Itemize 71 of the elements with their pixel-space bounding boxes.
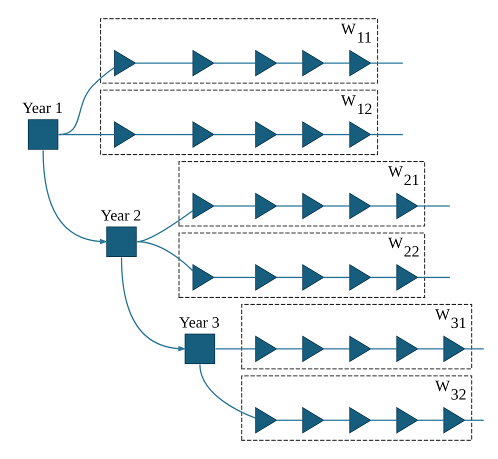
node-triangle — [396, 264, 419, 291]
connector — [214, 62, 256, 64]
node-label: Year 1 — [22, 100, 63, 118]
connector — [370, 348, 397, 350]
connector — [276, 62, 303, 64]
connector — [199, 364, 256, 419]
arrow — [120, 257, 186, 352]
node-triangle — [349, 121, 372, 148]
connector — [324, 420, 350, 421]
connector — [324, 62, 350, 64]
node-triangle — [302, 192, 324, 220]
connector — [276, 205, 303, 207]
connector — [216, 348, 256, 350]
connector — [370, 420, 397, 421]
connector — [136, 62, 193, 64]
node-triangle — [302, 406, 324, 434]
node-triangle — [302, 121, 324, 148]
node-triangle — [255, 121, 278, 148]
node-triangle — [302, 264, 324, 291]
node-label: Year 2 — [100, 207, 142, 224]
node-label: Year 3 — [178, 314, 220, 332]
node-triangle — [114, 121, 136, 148]
node-triangle — [114, 50, 136, 77]
connector — [276, 276, 303, 278]
connector — [370, 276, 397, 278]
node-triangle — [302, 335, 324, 362]
connector — [136, 134, 193, 136]
node-triangle — [255, 335, 278, 362]
node-triangle — [255, 406, 278, 434]
connector — [276, 134, 303, 136]
node-triangle — [396, 192, 419, 220]
connector — [464, 420, 484, 421]
connector — [418, 205, 450, 207]
connector — [324, 348, 350, 350]
connector — [324, 205, 350, 207]
node-triangle — [192, 121, 215, 148]
node-triangle — [192, 50, 215, 77]
node-triangle — [349, 50, 372, 77]
node-triangle — [302, 50, 324, 77]
node-triangle — [349, 406, 372, 434]
arrow — [42, 150, 108, 244]
connector — [214, 134, 256, 136]
connector — [214, 205, 256, 207]
connector — [276, 420, 303, 421]
node-triangle — [255, 50, 278, 77]
connector — [370, 134, 403, 136]
node-triangle — [255, 192, 278, 220]
connector — [418, 348, 444, 350]
connector — [276, 348, 303, 350]
connector — [214, 276, 256, 278]
connector — [137, 210, 194, 242]
node-triangle — [349, 335, 372, 362]
connector — [418, 420, 444, 421]
connector — [370, 205, 397, 207]
connector — [464, 348, 484, 350]
connector — [418, 276, 450, 278]
node-triangle — [396, 406, 419, 434]
connector — [324, 276, 350, 278]
node-triangle — [192, 192, 215, 220]
connector — [324, 134, 350, 136]
node-triangle — [443, 335, 466, 362]
node-triangle — [255, 264, 278, 291]
connector — [137, 241, 194, 272]
node-triangle — [443, 406, 466, 434]
node-triangle — [349, 192, 372, 220]
connector — [58, 134, 114, 136]
node-triangle — [192, 264, 215, 291]
connector — [58, 66, 115, 136]
node-triangle — [349, 264, 372, 291]
connector — [370, 62, 403, 64]
node-triangle — [396, 335, 419, 362]
